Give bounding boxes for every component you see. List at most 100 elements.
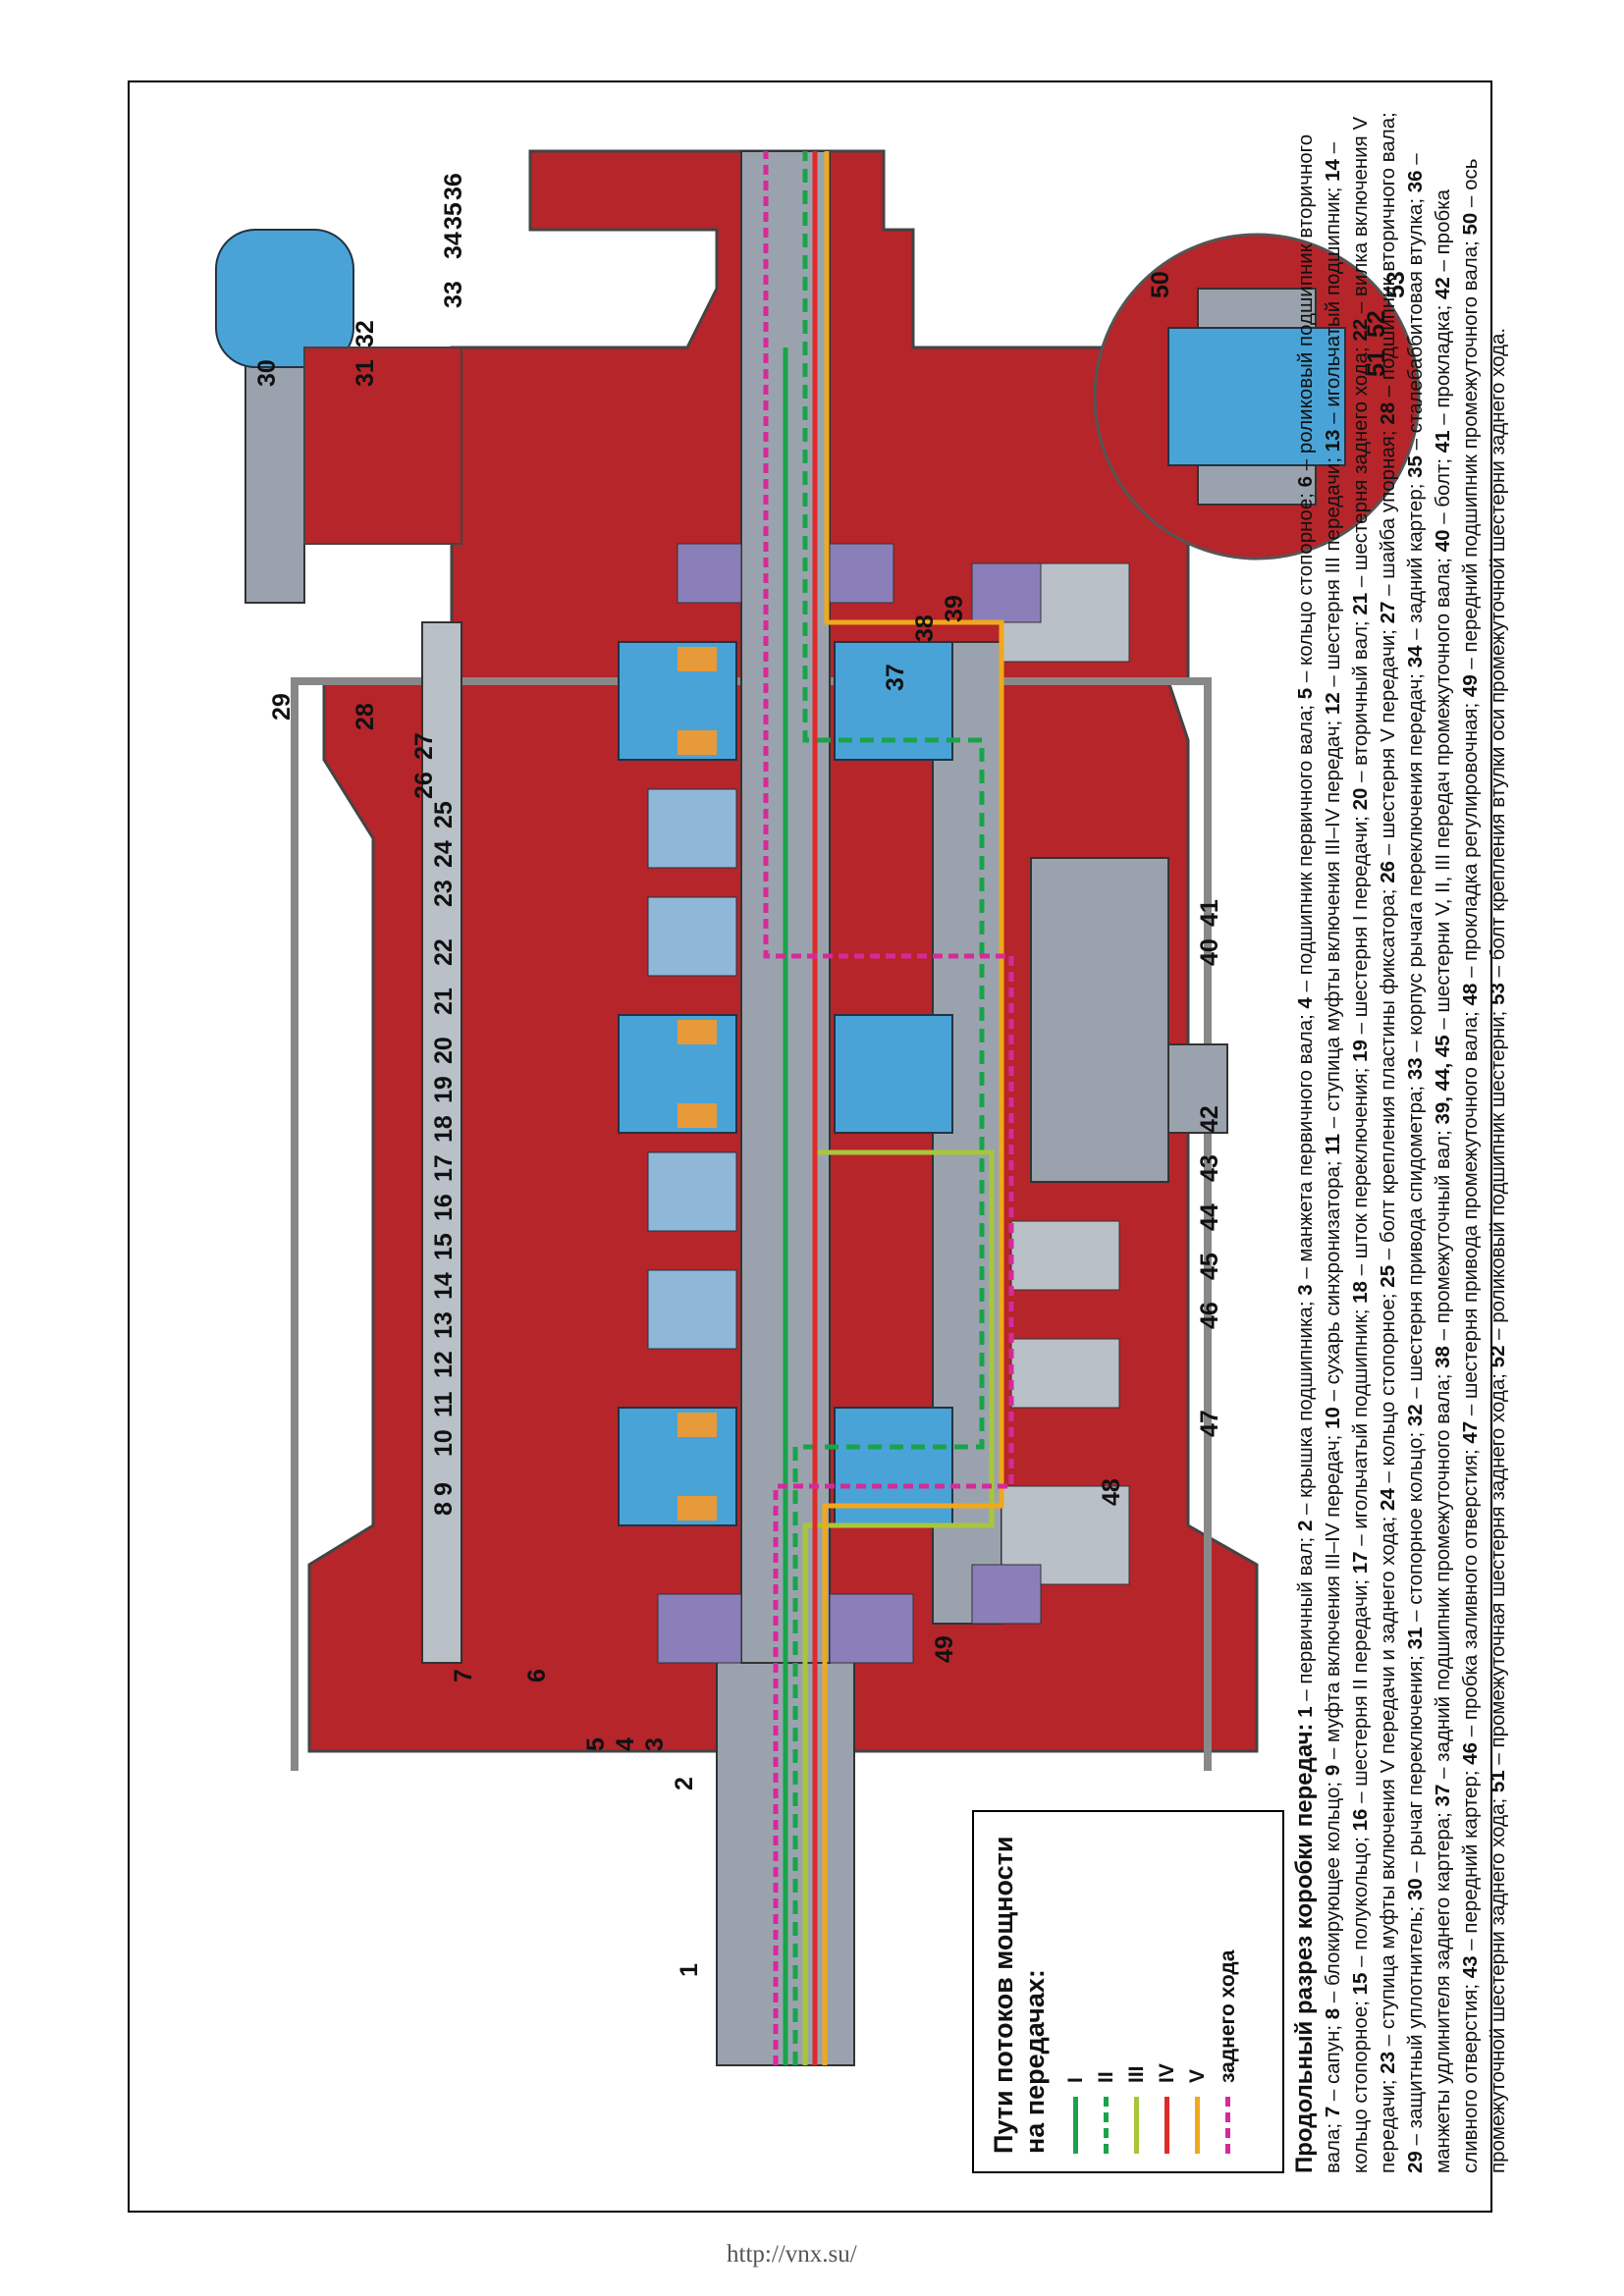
callout-18: 18: [430, 1115, 458, 1143]
caption-part-text: – задний картер;: [1404, 483, 1427, 646]
caption-part-text: – подшипник вторичного вала;: [1377, 112, 1399, 402]
caption-part-text: – шестерня II передачи;: [1349, 1578, 1372, 1809]
legend-line-3: [1134, 2097, 1139, 2154]
caption-part-number: 39, 44, 45: [1432, 1035, 1454, 1131]
caption-part-31: 31 – стопорное кольцо;: [1404, 1432, 1427, 1655]
caption-part-text: – кольцо стопорное;: [1294, 493, 1317, 688]
flow-gear-2: [792, 151, 985, 2065]
caption-part-text: – шток переключения;: [1349, 1067, 1372, 1282]
callout-25: 25: [430, 801, 458, 828]
callout-36: 36: [440, 173, 467, 200]
callout-37: 37: [882, 664, 909, 691]
caption-part-number: 32: [1404, 1404, 1427, 1432]
legend-label-6: заднего хода: [1216, 1949, 1239, 2083]
caption-part-text: – крышка подшипника;: [1294, 1301, 1317, 1521]
caption-part-38: 38 – промежуточный вал;: [1432, 1130, 1454, 1373]
callout-53: 53: [1382, 271, 1410, 298]
callout-46: 46: [1196, 1302, 1223, 1329]
caption-part-number: 14: [1322, 159, 1344, 187]
caption-part-20: 20 – вторичный вал;: [1349, 620, 1372, 816]
legend-line-6: [1225, 2097, 1230, 2154]
callout-34: 34: [440, 232, 467, 259]
rotated-figure: 1 2 3 4 5 6 7 8 9 10 11 12 13 14 15 16 1…: [128, 80, 1509, 2213]
caption-part-47: 49 – передний подшипник промежуточного в…: [1459, 240, 1482, 703]
caption-part-number: 50: [1459, 212, 1482, 241]
caption-part-30: 30 – рычаг переключения;: [1404, 1655, 1427, 1906]
caption-part-18: 18 – шток переключения;: [1349, 1068, 1372, 1309]
callout-27: 27: [410, 732, 438, 760]
caption-part-text: – вторичный вал;: [1349, 620, 1372, 788]
caption-part-number: 41: [1432, 430, 1454, 458]
caption-part-text: – шайба упорная;: [1377, 430, 1399, 602]
callout-2: 2: [671, 1777, 698, 1790]
callout-20: 20: [430, 1037, 458, 1064]
caption-part-23: 23 – ступица муфты включения V передачи …: [1377, 1517, 1399, 2080]
caption-part-text: – корпус рычага переключения передач;: [1404, 672, 1427, 1058]
caption-part-44: 46 – пробка заливного отверстия;: [1459, 1449, 1482, 1770]
callout-45: 45: [1196, 1253, 1223, 1280]
legend-row-5: V: [1182, 1830, 1213, 2154]
caption-part-text: – полукольцо;: [1349, 1837, 1372, 1973]
caption-part-text: – шестерня привода спидометра;: [1404, 1085, 1427, 1405]
callout-47: 47: [1196, 1410, 1223, 1437]
legend-label-2: II: [1094, 2071, 1117, 2083]
caption-part-13: 13 – игольчатый подшипник;: [1322, 187, 1344, 457]
caption-part-19: 19 – шестерня I передачи;: [1349, 816, 1372, 1067]
callout-24: 24: [430, 840, 458, 868]
caption-part-number: 35: [1404, 455, 1427, 484]
caption-part-4: 4 – подшипник первичного вала;: [1294, 705, 1317, 1014]
legend-label-4: IV: [1155, 2063, 1178, 2083]
caption-part-number: 4: [1294, 997, 1317, 1015]
caption-part-text: – защитный уплотнитель;: [1404, 1905, 1427, 2152]
caption-part-text: – подшипник первичного вала;: [1294, 704, 1317, 998]
caption-part-1: 1 – первичный вал;: [1294, 1537, 1317, 1718]
caption-part-text: – первичный вал;: [1294, 1536, 1317, 1707]
caption-part-17: 17 – игольчатый подшипник;: [1349, 1309, 1372, 1579]
caption-part-text: – рычаг переключения;: [1404, 1655, 1427, 1879]
caption-part-text: – шестерня V передачи;: [1377, 629, 1399, 861]
legend-row-3: III: [1121, 1830, 1152, 2154]
shift-rod: [421, 621, 462, 1664]
callout-23: 23: [430, 880, 458, 907]
caption-part-41: 41 – прокладка;: [1432, 305, 1454, 458]
caption-part-text: – задний подшипник промежуточного вала;: [1432, 1373, 1454, 1785]
caption-part-number: 23: [1377, 2051, 1399, 2080]
callout-29: 29: [268, 693, 296, 721]
figure-caption: Продольный разрез коробки передач: 1 – п…: [1291, 112, 1509, 2173]
caption-part-number: 25: [1377, 1264, 1399, 1294]
reverse-gear-assembly: [1030, 857, 1228, 1183]
caption-part-text: – болт крепления втулки оси промежуточно…: [1487, 327, 1509, 984]
legend-line-1: [1073, 2097, 1078, 2154]
callout-31: 31: [352, 359, 379, 387]
legend-title: Пути потоков мощности на передачах:: [989, 1836, 1050, 2155]
callout-12: 12: [430, 1351, 458, 1378]
caption-part-3: 3 – манжета первичного вала;: [1294, 1014, 1317, 1301]
caption-part-text: – пробка заливного отверстия;: [1459, 1449, 1482, 1742]
caption-part-number: 12: [1322, 692, 1344, 721]
footer-link[interactable]: http://vnx.su/: [727, 2241, 857, 2268]
caption-part-text: – прокладка;: [1432, 304, 1454, 431]
legend-row-2: II: [1091, 1830, 1121, 2154]
callout-42: 42: [1196, 1105, 1223, 1133]
caption-part-9: 9 – муфта включения III–IV передач;: [1322, 1435, 1344, 1782]
caption-part-text: – шестерни V, II, III передач промежуточ…: [1432, 558, 1454, 1036]
callout-40: 40: [1196, 938, 1223, 966]
caption-part-number: 16: [1349, 1808, 1372, 1838]
caption-part-number: 9: [1322, 1764, 1344, 1782]
caption-part-text: – болт;: [1432, 457, 1454, 530]
callout-44: 44: [1196, 1203, 1223, 1231]
caption-part-text: – прокладка регулировочная;: [1459, 702, 1482, 984]
legend-line-5: [1195, 2097, 1200, 2154]
caption-part-text: – муфта включения III–IV передач;: [1322, 1434, 1344, 1765]
caption-part-11: 11 – ступица муфты включения III–IV пере…: [1322, 721, 1344, 1161]
caption-part-number: 31: [1404, 1627, 1427, 1656]
caption-part-text: – передний подшипник промежуточного вала…: [1459, 240, 1482, 675]
caption-part-text: – сталебаббитовая втулка;: [1404, 197, 1427, 456]
caption-part-number: 38: [1432, 1346, 1454, 1374]
callout-48: 48: [1098, 1478, 1125, 1506]
callout-4: 4: [612, 1737, 639, 1751]
callout-5: 5: [582, 1737, 610, 1751]
caption-part-number: 52: [1487, 1345, 1509, 1374]
callout-39: 39: [941, 595, 968, 622]
callout-51: 51: [1363, 349, 1390, 377]
